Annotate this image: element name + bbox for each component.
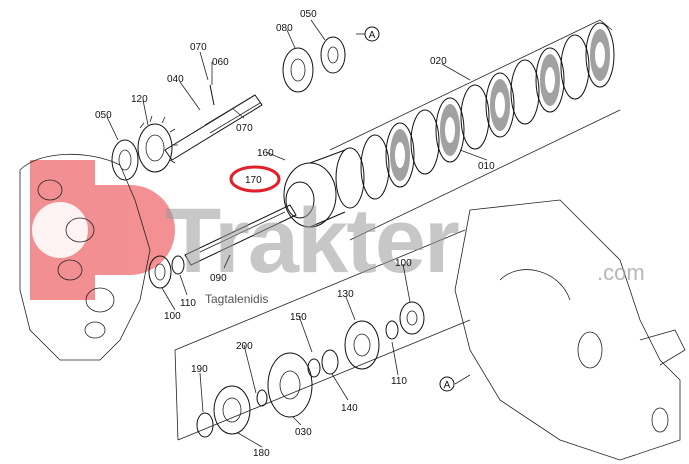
watermark-subtitle: Tagtalenidis — [205, 292, 268, 306]
part-label-080: 080 — [276, 23, 293, 34]
part-label-120: 120 — [131, 94, 148, 105]
reference-marker-a-top: A — [364, 26, 380, 42]
svg-text:A: A — [369, 30, 376, 41]
part-label-070-mid: 070 — [236, 123, 253, 134]
reference-marker-a-bottom: A — [439, 376, 455, 392]
upper-shaft-assembly — [111, 36, 346, 181]
part-label-020: 020 — [430, 56, 447, 67]
bottom-assembly — [174, 229, 471, 441]
part-label-100-left: 100 — [164, 311, 181, 322]
part-label-010: 010 — [478, 161, 495, 172]
part-label-070-top: 070 — [190, 42, 207, 53]
part-label-100-right: 100 — [395, 258, 412, 269]
watermark-domain: .com — [597, 260, 645, 285]
svg-text:A: A — [444, 380, 451, 391]
part-label-060: 060 — [212, 57, 229, 68]
right-housing — [454, 199, 686, 461]
highlight-circle — [229, 165, 281, 193]
part-label-150: 150 — [290, 312, 307, 323]
leader-lines — [106, 19, 488, 448]
watermark-brand: Trakter — [165, 190, 459, 292]
part-label-110-left: 110 — [180, 298, 196, 309]
part-label-200: 200 — [236, 341, 253, 352]
part-label-050-top: 050 — [300, 9, 317, 20]
part-label-110-right: 110 — [391, 376, 407, 387]
lower-shaft-assembly — [148, 204, 297, 289]
part-label-030: 030 — [295, 427, 312, 438]
part-label-050-left: 050 — [95, 110, 112, 121]
clutch-pack — [283, 19, 621, 241]
part-label-140: 140 — [341, 403, 358, 414]
left-housing — [19, 153, 151, 361]
part-label-180: 180 — [253, 448, 270, 459]
part-label-170: 170 — [245, 175, 262, 186]
part-label-090: 090 — [210, 273, 227, 284]
part-label-190: 190 — [191, 364, 208, 375]
part-label-040: 040 — [167, 74, 184, 85]
part-label-130: 130 — [337, 289, 354, 300]
part-label-160: 160 — [257, 148, 274, 159]
trakter-logo-icon — [30, 160, 175, 300]
